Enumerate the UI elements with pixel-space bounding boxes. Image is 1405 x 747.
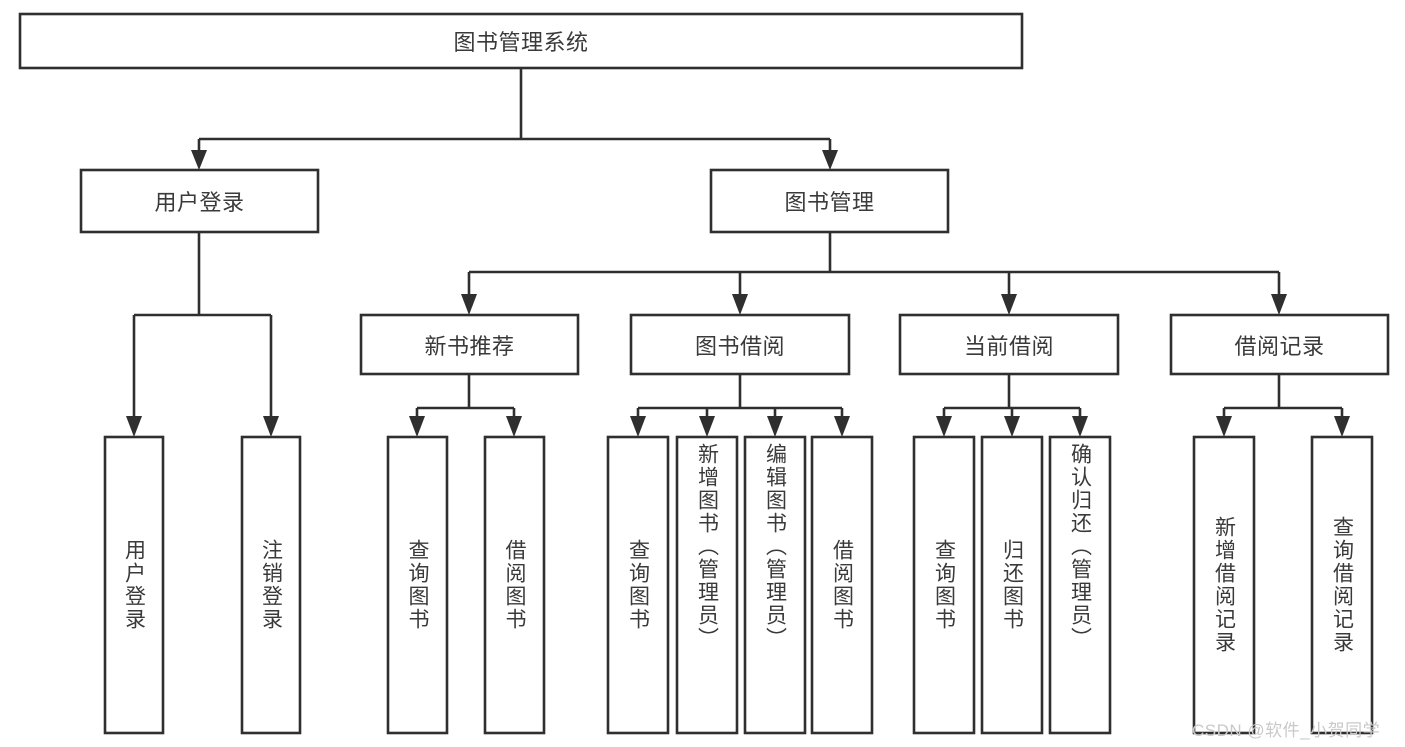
arrow-head-user-login [191, 150, 207, 170]
node-box-leaf-2[interactable] [240, 435, 302, 735]
node-box-leaf-13[interactable] [1310, 435, 1374, 735]
arrow-head-record [1271, 294, 1287, 315]
connector-borrow-to-leaves [630, 374, 850, 437]
node-box-leaf-7[interactable] [743, 435, 807, 735]
arrow-head-leaf-12 [1216, 416, 1232, 437]
connector-userlogin-to-leaves [126, 232, 279, 437]
csdn-watermark: CSDN @软件_小贺同学 [1192, 721, 1381, 740]
node-box-user-login[interactable] [79, 168, 320, 234]
connector-current-to-leaves [936, 374, 1088, 437]
arrow-head-leaf-11 [1072, 416, 1088, 437]
connector-bookmgmt-to-level3 [461, 232, 1287, 315]
node-box-new-book-recommend[interactable] [359, 313, 580, 376]
node-box-leaf-9[interactable] [912, 435, 976, 735]
node-box-book-management[interactable] [709, 168, 950, 234]
node-box-leaf-5[interactable] [606, 435, 670, 735]
arrow-head-newbook [461, 294, 477, 315]
node-box-leaf-11[interactable] [1048, 435, 1112, 735]
arrow-head-leaf-8 [834, 416, 850, 437]
connector-record-to-leaves [1216, 374, 1350, 437]
arrow-head-leaf-4 [506, 416, 522, 437]
node-box-current-borrow[interactable] [898, 313, 1120, 376]
arrow-head-book-mgmt [822, 150, 838, 170]
connector-newbook-to-leaves [409, 374, 522, 437]
node-box-leaf-4[interactable] [483, 435, 546, 735]
node-box-root[interactable] [18, 12, 1024, 70]
arrow-head-leaf-13 [1334, 416, 1350, 437]
arrow-head-leaf-1 [126, 416, 142, 437]
arrow-head-leaf-3 [409, 416, 425, 437]
arrow-head-leaf-9 [936, 416, 952, 437]
arrow-head-borrow [732, 294, 748, 315]
node-box-borrow-record[interactable] [1169, 313, 1390, 376]
node-box-leaf-12[interactable] [1192, 435, 1256, 735]
arrow-head-leaf-5 [630, 416, 646, 437]
arrow-head-leaf-6 [699, 416, 715, 437]
node-box-leaf-8[interactable] [810, 435, 874, 735]
node-box-leaf-1[interactable] [103, 435, 165, 735]
arrow-head-leaf-7 [767, 416, 783, 437]
arrow-head-leaf-10 [1004, 416, 1020, 437]
connector-root-to-level2 [191, 68, 838, 170]
arrow-head-leaf-2 [263, 416, 279, 437]
node-box-leaf-6[interactable] [675, 435, 739, 735]
node-box-book-borrow[interactable] [629, 313, 851, 376]
node-box-leaf-10[interactable] [980, 435, 1044, 735]
node-box-leaf-3[interactable] [386, 435, 449, 735]
arrow-head-current [1001, 294, 1017, 315]
